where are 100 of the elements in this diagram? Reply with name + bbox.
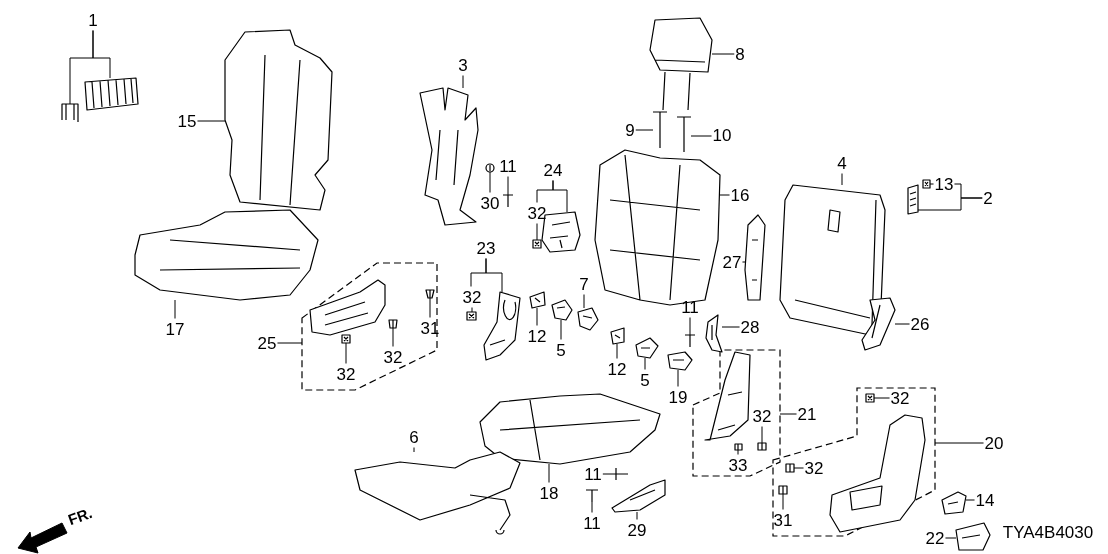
side-trim-drawing — [704, 351, 751, 441]
leader-line — [719, 194, 731, 196]
callout-number: 31 — [773, 510, 793, 530]
leader-line — [552, 180, 568, 213]
leader-line — [636, 511, 638, 520]
callout-number: 26 — [910, 314, 930, 334]
leader-line — [677, 369, 679, 387]
clip-drawing — [610, 327, 625, 345]
knob-drawing — [907, 184, 919, 215]
leader-line — [413, 447, 415, 453]
callout-number: 22 — [925, 528, 945, 548]
callout-number: 32 — [804, 458, 824, 478]
dashed-group-frame — [692, 349, 781, 477]
callout-number: 31 — [420, 318, 440, 338]
callout-number: 15 — [177, 111, 197, 131]
callout-number: 19 — [668, 387, 688, 407]
callout-number: 24 — [543, 160, 563, 180]
bolt-drawing — [615, 467, 629, 481]
leader-line — [737, 449, 739, 455]
leader-line — [536, 307, 538, 326]
leader-line — [761, 426, 763, 444]
cover-drawing — [955, 522, 991, 551]
callout-number: 10 — [712, 125, 732, 145]
nut-drawing — [865, 393, 875, 403]
hinge-cover-drawing — [635, 337, 659, 359]
dashed-group-frame — [301, 262, 440, 391]
headrest-guide-drawing — [676, 116, 692, 153]
callout-number: 5 — [556, 340, 566, 360]
leader-line — [635, 129, 654, 131]
leader-line — [793, 467, 805, 469]
leader-line — [616, 343, 618, 359]
trim-cover-drawing — [483, 291, 521, 361]
leader-line — [741, 261, 746, 263]
leader-line — [196, 120, 226, 122]
bracket-drawing — [744, 214, 766, 301]
leader-line — [644, 357, 646, 370]
leader-line — [602, 473, 617, 475]
leader-line — [779, 413, 798, 415]
clip-drawing — [778, 485, 788, 495]
callout-number: 3 — [458, 55, 468, 75]
callout-number: 11 — [681, 297, 699, 317]
clip-drawing — [757, 442, 767, 451]
callout-number: 11 — [584, 464, 602, 484]
seat-pad-drawing — [479, 393, 661, 465]
callout-number: 32 — [336, 364, 356, 384]
callout-number: 21 — [797, 404, 817, 424]
leader-line — [721, 326, 741, 328]
hinge-cover-drawing — [551, 299, 573, 321]
nut-drawing — [466, 311, 477, 321]
leader-line — [894, 323, 911, 325]
callout-number: 25 — [257, 333, 277, 353]
hinge-cover-drawing — [667, 351, 693, 371]
leader-line — [841, 173, 843, 186]
staple-drawing — [61, 103, 79, 123]
callout-number: 4 — [837, 153, 847, 173]
staple-strip-drawing — [84, 77, 139, 111]
clip-drawing — [734, 443, 743, 451]
callout-number: 17 — [165, 319, 185, 339]
callout-number: 13 — [934, 174, 954, 194]
leader-line — [873, 397, 891, 399]
leader-line — [917, 197, 983, 211]
callout-number: 27 — [722, 252, 742, 272]
side-trim-drawing — [861, 297, 896, 351]
callout-number: 16 — [730, 185, 750, 205]
leader-line — [591, 501, 593, 513]
callout-number: 14 — [975, 490, 995, 510]
callout-number: 32 — [462, 287, 482, 307]
leader-line — [429, 297, 431, 318]
leader-line — [548, 463, 550, 483]
cover-drawing — [941, 491, 967, 515]
trim-cover-drawing — [705, 314, 723, 353]
leader-line — [690, 135, 713, 137]
callout-number: 33 — [728, 455, 748, 475]
seat-cover-drawing — [134, 209, 319, 301]
leader-line — [782, 493, 784, 510]
callout-number: 6 — [409, 427, 419, 447]
direction-label: FR. — [65, 503, 95, 529]
clip-drawing — [425, 289, 435, 299]
leader-line — [965, 499, 976, 501]
callout-number: 1 — [88, 10, 98, 30]
callout-number: 12 — [607, 359, 627, 379]
side-trim-drawing — [829, 414, 926, 533]
callout-number: 11 — [583, 513, 601, 533]
callout-number: 28 — [740, 317, 760, 337]
callout-number: 32 — [890, 388, 910, 408]
bolt-drawing — [502, 194, 514, 208]
callout-number: 20 — [984, 433, 1004, 453]
leader-line — [276, 342, 303, 344]
callout-number: 32 — [527, 203, 547, 223]
nut-drawing — [341, 334, 351, 344]
hinge-cover-drawing — [577, 307, 599, 331]
bracket-drawing — [611, 479, 666, 513]
leader-line — [471, 307, 473, 313]
nut-drawing — [532, 239, 542, 249]
headrest-guide-drawing — [652, 111, 668, 149]
leader-line — [560, 319, 562, 340]
heater-drawing — [354, 451, 521, 535]
bolt-drawing — [684, 334, 696, 348]
clip-drawing — [785, 463, 795, 473]
nut-drawing — [922, 179, 931, 189]
